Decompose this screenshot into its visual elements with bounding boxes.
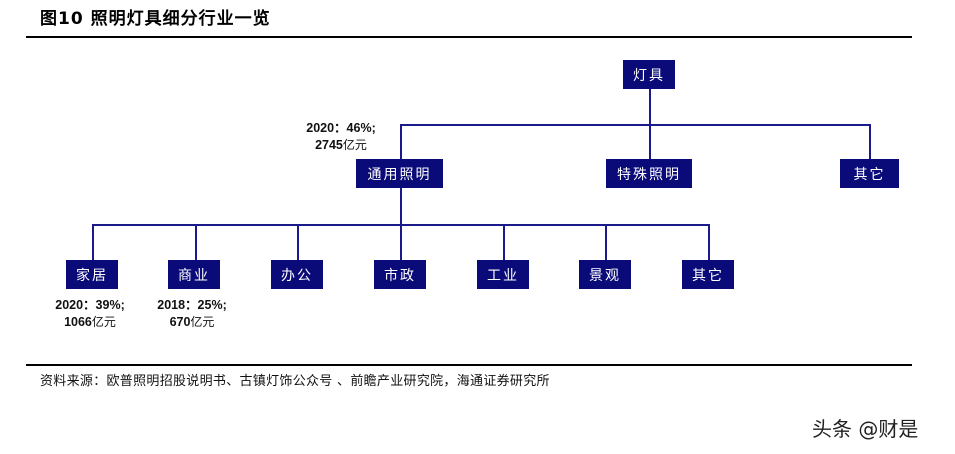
note-home-num: 1066 — [64, 315, 92, 329]
connector-general-down — [400, 188, 402, 225]
source-note: 资料来源：欧普照明招股说明书、古镇灯饰公众号 、前瞻产业研究院，海通证券研究所 — [40, 374, 550, 389]
connector-level1-bar — [400, 124, 870, 126]
node-home: 家居 — [66, 260, 118, 289]
node-office: 办公 — [271, 260, 323, 289]
note-general-num: 2745 — [315, 138, 343, 152]
connector-general-up — [400, 124, 402, 159]
connector-root-down — [649, 89, 651, 125]
note-commercial-share: 2018：25%; — [157, 298, 227, 312]
note-general-share: 2020：46%; — [306, 121, 376, 135]
connector-municipal-up — [400, 224, 402, 260]
node-other-level2: 其它 — [682, 260, 734, 289]
note-commercial: 2018：25%; 670亿元 — [146, 297, 238, 331]
bottom-divider — [26, 364, 912, 366]
note-home-value: 1066亿元 — [44, 314, 136, 331]
connector-commercial-up — [195, 224, 197, 260]
note-commercial-num: 670 — [169, 315, 191, 329]
node-commercial: 商业 — [168, 260, 220, 289]
connector-other1-up — [869, 124, 871, 159]
connector-home-up — [92, 224, 94, 260]
figure-title: 图10 照明灯具细分行业一览 — [40, 9, 271, 29]
node-other-level1: 其它 — [840, 159, 899, 188]
node-municipal: 市政 — [374, 260, 426, 289]
connector-other2-up — [708, 224, 710, 260]
node-industrial: 工业 — [477, 260, 529, 289]
note-commercial-value: 670亿元 — [146, 314, 238, 331]
top-divider — [26, 36, 912, 38]
note-home: 2020：39%; 1066亿元 — [44, 297, 136, 331]
note-commercial-unit: 亿元 — [190, 315, 215, 329]
connector-landscape-up — [605, 224, 607, 260]
watermark: 头条 @财是 — [812, 417, 919, 441]
node-lamps: 灯具 — [623, 60, 675, 89]
connector-special-up — [649, 124, 651, 159]
note-general-unit: 亿元 — [342, 138, 367, 152]
node-special-lighting: 特殊照明 — [606, 159, 692, 188]
note-general-value: 2745亿元 — [296, 137, 386, 154]
connector-office-up — [297, 224, 299, 260]
note-general-lighting: 2020：46%; 2745亿元 — [296, 120, 386, 154]
node-landscape: 景观 — [579, 260, 631, 289]
note-home-share: 2020：39%; — [55, 298, 125, 312]
note-home-unit: 亿元 — [91, 315, 116, 329]
connector-industrial-up — [503, 224, 505, 260]
node-general-lighting: 通用照明 — [356, 159, 443, 188]
